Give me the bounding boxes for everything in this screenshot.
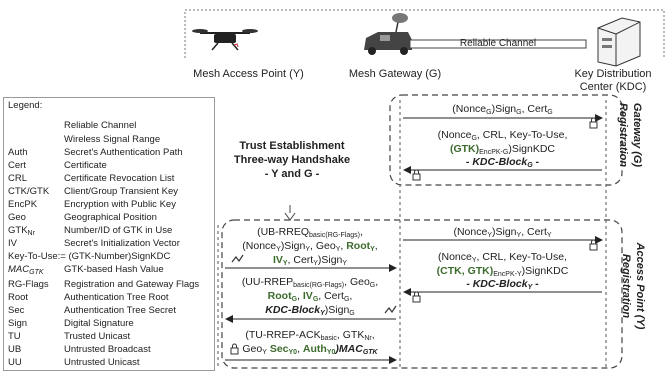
legend-value: Authentication Tree Root: [64, 292, 169, 303]
msg-ub-line1: (UB-RREQbasic(RG-Flags),: [257, 226, 363, 239]
msg-ub-line3: IVY, CertY)SignY: [272, 254, 348, 267]
wireless-signal-icon: [384, 305, 397, 314]
legend-key: CRL: [8, 173, 28, 184]
legend-key: Key-To-Use:= (GTK-Number)SignKDC: [8, 251, 171, 262]
trust-title-line2: Three-way Handshake: [233, 154, 351, 166]
mesh-gateway-label: Mesh Gateway (G): [348, 68, 442, 80]
msg-uu-line3: KDC-BlockY)SignG: [265, 304, 355, 317]
gateway-registration-label-line2: Registration: [617, 102, 629, 168]
legend-key: TU: [8, 331, 21, 342]
trust-title-line3: - Y and G -: [264, 168, 320, 180]
legend-key: RG-Flags: [8, 279, 49, 290]
legend-value: Authentication Tree Secret: [64, 305, 176, 316]
msg-y-kdc-block: - KDC-BlockY -: [466, 278, 539, 291]
mesh-access-point-label: Mesh Access Point (Y): [193, 68, 304, 80]
trust-arrow-icon: [284, 212, 296, 221]
reliable-channel-bar: [409, 39, 587, 49]
gateway-van-icon: [364, 13, 412, 55]
gateway-section-box: [389, 94, 623, 186]
legend-key: UU: [8, 357, 22, 368]
ap-section-box: [221, 219, 623, 369]
legend-value: Certificate: [64, 160, 107, 171]
gateway-registration-label-line1: Gateway (G): [631, 102, 643, 168]
ap-registration-label-line2: Registration: [620, 253, 632, 319]
msg-uu-line1: (UU-RREPbasic(RG-Flags), GeoG,: [241, 276, 379, 289]
legend-value: Secret's Initialization Vector: [64, 238, 180, 249]
legend-value: Untrusted Unicast: [64, 357, 140, 368]
legend-title: Legend:: [8, 100, 43, 111]
legend-value: Encryption with Public Key: [64, 199, 176, 210]
legend-value: Secret's Authentication Path: [64, 147, 183, 158]
legend-key: CTK/GTK: [8, 186, 50, 197]
legend-key: Auth: [8, 147, 28, 158]
msg-y-nonce: (NonceY)SignY, CertY: [453, 226, 552, 239]
legend-key: MACGTK: [8, 264, 44, 276]
device-region-border: [184, 9, 665, 58]
legend-key: UB: [8, 344, 22, 355]
legend-value: Geographical Position: [64, 212, 157, 223]
legend-key: EncPK: [8, 199, 38, 210]
legend-key: Sign: [8, 318, 28, 329]
legend-key: Sec: [8, 305, 25, 316]
legend-value: GTK-based Hash Value: [64, 264, 164, 275]
legend-key: GTKNr: [8, 225, 35, 237]
msg-g-kdc-block: - KDC-BlockG -: [465, 156, 540, 169]
legend-value: Client/Group Transient Key: [64, 186, 179, 197]
msg-tu-line1: (TU-RREP-ACKbasic, GTKNr,: [245, 329, 375, 342]
wireless-signal-icon: [231, 254, 244, 263]
kdc-label-line2: Center (KDC): [579, 81, 647, 93]
drone-icon: [192, 29, 258, 51]
legend-value: Registration and Gateway Flags: [64, 279, 200, 290]
msg-g-crl-line1: (NonceG, CRL, Key-To-Use,: [437, 129, 568, 142]
legend-value: Number/ID of GTK in Use: [64, 225, 173, 236]
reliable-channel-label: Reliable Channel: [459, 38, 537, 49]
msg-ub-line2: (NonceY)SignY, GeoY, RootY,: [242, 240, 378, 253]
msg-g-crl-line2: (GTK)EncPK-G)SignKDC: [449, 143, 556, 156]
legend-key: Geo: [8, 212, 26, 223]
legend-value: Digital Signature: [64, 318, 134, 329]
legend-value: Certificate Revocation List: [64, 173, 175, 184]
msg-tu-line2: GeoY SecY0, AuthY0)MACGTK: [242, 343, 378, 356]
legend-value: Untrusted Broadcast: [64, 344, 151, 355]
msg-uu-line2: RootG, IVG, CertG,: [267, 290, 353, 303]
msg-g-nonce: (NonceG)SignG, CertG: [452, 103, 553, 116]
msg-y-crl-line2: (CTK, GTK)EncPK-Y)SignKDC: [436, 265, 569, 278]
legend-key: IV: [8, 238, 17, 249]
lock-icon: [230, 117, 598, 355]
legend-value: Wireless Signal Range: [64, 134, 161, 145]
kdc-label-line1: Key Distribution: [574, 68, 652, 80]
msg-y-crl-line1: (NonceY, CRL, Key-To-Use,: [438, 251, 567, 264]
legend-value: Reliable Channel: [64, 120, 137, 131]
trust-title-line1: Trust Establishment: [239, 140, 345, 152]
legend-box: Legend: Reliable Channel Wireless Signal…: [3, 97, 215, 371]
ap-registration-label-line1: Access Point (Y): [634, 242, 646, 330]
server-icon: [597, 17, 641, 67]
legend-key: Root: [8, 292, 29, 303]
legend-value: Trusted Unicast: [64, 331, 131, 342]
legend-key: Cert: [8, 160, 26, 171]
